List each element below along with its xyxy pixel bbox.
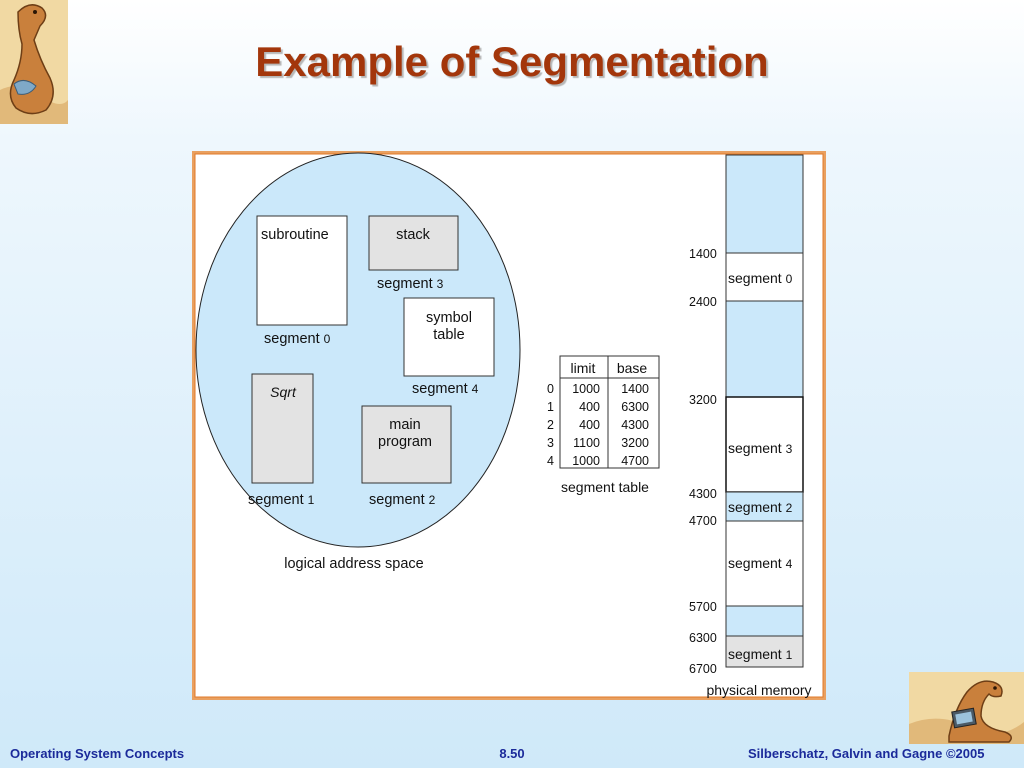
memory-address: 2400 [689, 295, 717, 309]
segment-table-base: 4300 [621, 418, 649, 432]
segmentation-diagram: subroutine segment 0 stack segment 3 sym… [192, 151, 826, 700]
memory-segment-0-label: segment 0 [728, 270, 793, 286]
segment-table-limit: 1000 [572, 382, 600, 396]
segment-table-limit: 1100 [573, 436, 600, 450]
segment-table-caption: segment table [561, 479, 649, 495]
memory-address: 4300 [689, 487, 717, 501]
segment-table-row: 3 1100 3200 [547, 436, 649, 450]
segment-table-limit: 400 [579, 400, 600, 414]
logical-address-space: subroutine segment 0 stack segment 3 sym… [195, 152, 521, 572]
segment-table-limit: 400 [579, 418, 600, 432]
segment-table-base: 6300 [621, 400, 649, 414]
main-program-segment-label: segment 2 [369, 492, 436, 508]
memory-segment-2-label: segment 2 [728, 499, 793, 515]
logical-address-space-caption: logical address space [284, 556, 423, 572]
memory-segment-3-label: segment 3 [728, 440, 793, 456]
footer-course-title: Operating System Concepts [10, 746, 185, 761]
segment-table-row: 1 400 6300 [547, 400, 649, 414]
memory-segment-1-label: segment 1 [728, 646, 793, 662]
physical-memory: segment 0 segment 3 segment 2 segment 4 … [689, 154, 812, 698]
memory-segment-3 [725, 396, 804, 493]
subroutine-block [256, 215, 348, 326]
sqrt-label: Sqrt [270, 384, 297, 400]
memory-segment-2 [725, 491, 804, 522]
segment-table-index: 4 [547, 454, 554, 468]
slide-title: Example of Segmentation [255, 38, 769, 85]
memory-segment-4-label: segment 4 [728, 555, 793, 571]
segment-table-frame [559, 355, 660, 469]
main-program-label-2: program [378, 434, 432, 450]
segment-table-index: 3 [547, 436, 554, 450]
footer-copyright: Silberschatz, Galvin and Gagne ©2005 [748, 746, 985, 761]
dinosaur-logo-top-left [0, 0, 68, 124]
memory-address: 5700 [689, 600, 717, 614]
dinosaur-logo-bottom-right [909, 672, 1024, 744]
memory-segment-4 [725, 520, 804, 607]
subroutine-label: subroutine [261, 227, 329, 243]
symbol-table-segment-label: segment 4 [412, 381, 479, 397]
stack-label: stack [396, 227, 431, 243]
physical-memory-caption: physical memory [706, 682, 811, 698]
sqrt-segment-label: segment 1 [248, 492, 315, 508]
stack-segment-label: segment 3 [377, 276, 444, 292]
symbol-table-label-1: symbol [426, 310, 472, 326]
segment-table: limit base 0 1000 1400 1 400 6300 2 400 … [547, 355, 660, 495]
main-program-block [361, 405, 452, 484]
segment-table-base: 4700 [621, 454, 649, 468]
segment-table-index: 1 [547, 400, 554, 414]
segment-table-row: 2 400 4300 [547, 418, 649, 432]
segment-table-header-limit: limit [571, 360, 596, 376]
segment-table-base: 3200 [621, 436, 649, 450]
segment-table-row: 4 1000 4700 [547, 454, 649, 468]
memory-free-block [725, 154, 804, 254]
memory-address: 4700 [689, 514, 717, 528]
memory-address: 3200 [689, 393, 717, 407]
subroutine-segment-label: segment 0 [264, 331, 331, 347]
sqrt-block [251, 373, 314, 484]
memory-address: 6300 [689, 631, 717, 645]
memory-address: 1400 [689, 247, 717, 261]
symbol-table-label-2: table [433, 327, 464, 343]
segment-table-base: 1400 [621, 382, 649, 396]
memory-segment-1 [725, 635, 804, 668]
segment-table-header-base: base [617, 360, 648, 376]
segment-table-index: 0 [547, 382, 554, 396]
segment-table-row: 0 1000 1400 [547, 382, 649, 396]
memory-free-block [725, 300, 804, 399]
stack-block [368, 215, 459, 271]
memory-address: 6700 [689, 662, 717, 676]
footer-slide-number: 8.50 [499, 746, 525, 761]
segment-table-limit: 1000 [572, 454, 600, 468]
memory-free-block [725, 605, 804, 637]
segment-table-index: 2 [547, 418, 554, 432]
symbol-table-block [403, 297, 495, 377]
main-program-label-1: main [389, 417, 420, 433]
